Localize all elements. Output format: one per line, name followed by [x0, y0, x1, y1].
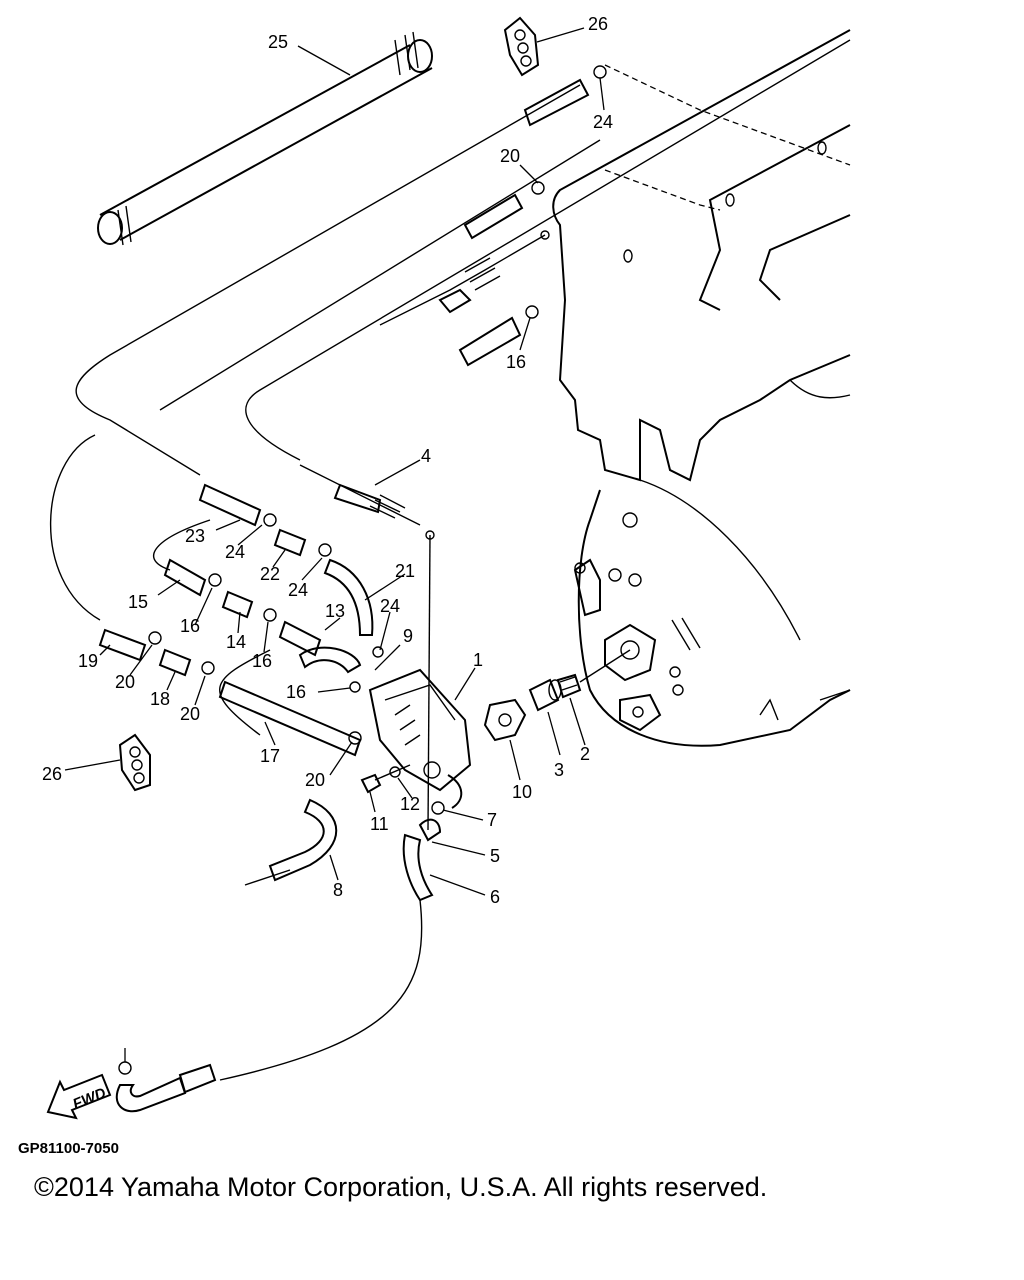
callout-16-a: 16 [506, 352, 526, 372]
callout-25: 25 [268, 32, 288, 52]
hose-segments [98, 78, 590, 1113]
callout-14: 14 [226, 632, 246, 652]
callout-12: 12 [400, 794, 420, 814]
callout-24-d: 24 [288, 580, 308, 600]
callout-26-top: 26 [588, 14, 608, 34]
fwd-label: FWD [70, 1085, 108, 1114]
callout-20-b: 20 [305, 770, 325, 790]
callout-6: 6 [490, 887, 500, 907]
clamps [118, 65, 607, 1075]
leader-lines [64, 27, 605, 1062]
callout-19: 19 [78, 651, 98, 671]
part-25-tube [97, 31, 433, 246]
part-1-valve-body [368, 668, 472, 809]
parts-2-3-bushings [528, 649, 631, 712]
callout-16-d: 16 [252, 651, 272, 671]
callout-2: 2 [580, 744, 590, 764]
fittings [158, 528, 307, 677]
callout-5: 5 [490, 846, 500, 866]
callout-15: 15 [128, 592, 148, 612]
callout-8: 8 [333, 880, 343, 900]
control-cables [299, 230, 550, 540]
callout-7: 7 [487, 810, 497, 830]
callout-26-bottom: 26 [42, 764, 62, 784]
callout-17: 17 [260, 746, 280, 766]
callout-24-b: 24 [380, 596, 400, 616]
callout-16-b: 16 [286, 682, 306, 702]
callout-16-c: 16 [180, 616, 200, 636]
engine-block [552, 29, 851, 747]
callout-11: 11 [370, 814, 389, 834]
part-10-gasket [483, 698, 527, 742]
part-26-clip-bottom [118, 733, 151, 792]
callout-1: 1 [473, 650, 483, 670]
callout-24-a: 24 [593, 112, 613, 132]
copyright-notice: ©2014 Yamaha Motor Corporation, U.S.A. A… [34, 1172, 768, 1202]
fwd-arrow: FWD [46, 1073, 112, 1120]
callout-18: 18 [150, 689, 170, 709]
callout-21: 21 [395, 561, 415, 581]
callout-20-d: 20 [180, 704, 200, 724]
callout-3: 3 [554, 760, 564, 780]
parts-11-12-bolt-washer [360, 764, 411, 794]
part-7-clamp [431, 801, 445, 815]
callout-10: 10 [512, 782, 532, 802]
callout-22: 22 [260, 564, 280, 584]
callout-23: 23 [185, 526, 205, 546]
callout-4: 4 [421, 446, 431, 466]
hose-routing [49, 39, 851, 1081]
callout-20-a: 20 [500, 146, 520, 166]
callout-20-c: 20 [115, 672, 135, 692]
part-26-clip-top [503, 16, 540, 77]
callout-13: 13 [325, 601, 345, 621]
callout-labels: 25 26 24 20 16 4 1 2 3 10 7 5 6 8 11 12 … [42, 14, 613, 907]
drawing-code: GP81100-7050 [18, 1140, 119, 1157]
callout-24-c: 24 [225, 542, 245, 562]
callout-9: 9 [403, 626, 413, 646]
